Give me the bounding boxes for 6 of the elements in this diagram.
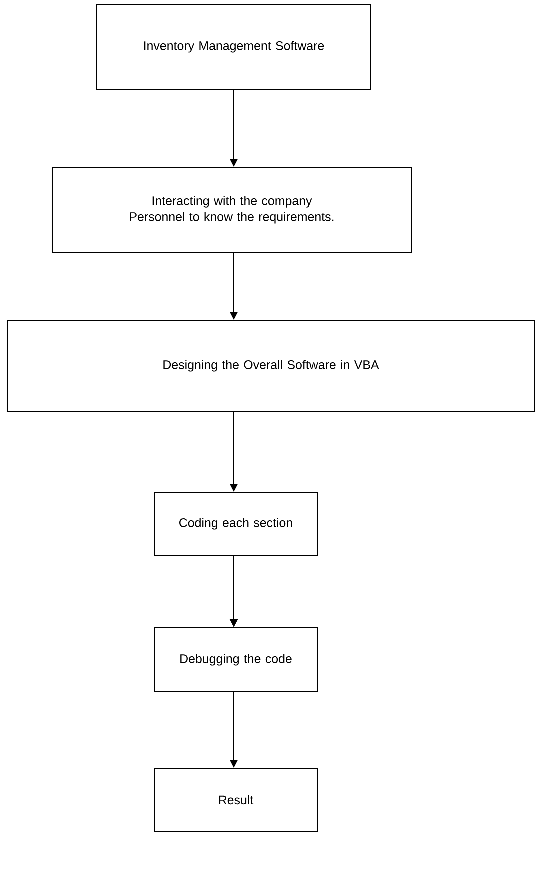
process-box: Result (154, 768, 318, 832)
process-box: Interacting with the company Personnel to know the requirements. (52, 167, 412, 253)
process-box: Coding each section (154, 492, 318, 556)
process-box: Debugging the code (154, 628, 318, 692)
process-box: Designing the Overall Software in VBA (7, 320, 535, 412)
process-box: Inventory Management Software (96, 4, 372, 90)
